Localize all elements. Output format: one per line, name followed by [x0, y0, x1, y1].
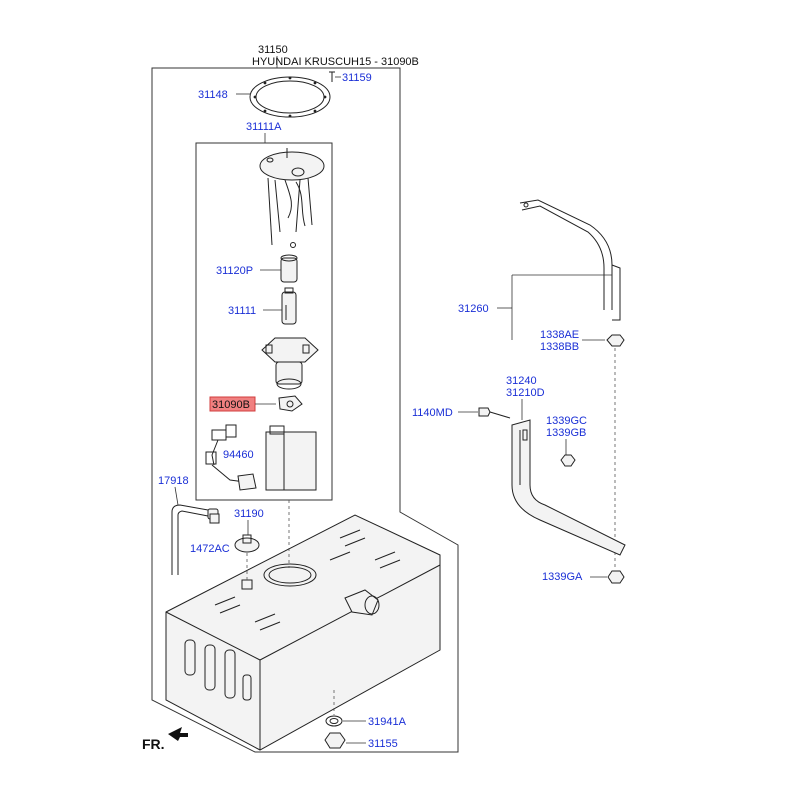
- label-1339GB[interactable]: 1339GB: [546, 427, 586, 439]
- diagram-title: HYUNDAI KRUSCUH15 - 31090B: [252, 56, 419, 68]
- pump-reservoir-bracket[interactable]: [261, 337, 319, 390]
- label-31155[interactable]: 31155: [368, 738, 398, 750]
- label-31240[interactable]: 31240: [506, 375, 537, 387]
- label-1339GC[interactable]: 1339GC: [546, 415, 587, 427]
- pump-module-frame: [195, 142, 333, 501]
- cap-31190[interactable]: [234, 534, 260, 553]
- tank-ribs: [214, 529, 401, 631]
- label-31941A[interactable]: 31941A: [368, 716, 407, 728]
- label-31159[interactable]: 31159: [342, 72, 372, 84]
- pressure-regulator-31090B[interactable]: [278, 395, 303, 412]
- tank-strap[interactable]: [519, 199, 621, 321]
- drain-plug[interactable]: [324, 732, 346, 749]
- nut-1339GA[interactable]: [607, 570, 625, 584]
- label-31210D[interactable]: 31210D: [506, 387, 545, 399]
- label-1472AC[interactable]: 1472AC: [190, 543, 230, 555]
- label-31111[interactable]: 31111: [228, 305, 256, 317]
- label-31120P[interactable]: 31120P: [216, 265, 253, 277]
- label-1140MD[interactable]: 1140MD: [412, 407, 453, 419]
- label-17918[interactable]: 17918: [158, 475, 189, 487]
- pump-flange[interactable]: [259, 148, 325, 248]
- label-31148[interactable]: 31148: [198, 89, 228, 101]
- pump-filter-tube[interactable]: [280, 254, 298, 283]
- screw-31159[interactable]: [329, 71, 335, 82]
- top-part-code[interactable]: 31150: [258, 44, 288, 56]
- front-direction-label: FR.: [142, 736, 165, 752]
- label-31190[interactable]: 31190: [234, 508, 264, 520]
- pump-reservoir-bowl[interactable]: [265, 425, 317, 491]
- clip-1472AC[interactable]: [209, 513, 220, 524]
- label-1338BB[interactable]: 1338BB: [540, 341, 579, 353]
- part-31090B-highlight[interactable]: 31090B: [209, 396, 256, 412]
- fuel-sender-wiring[interactable]: [205, 424, 257, 491]
- fuel-pump-gasket[interactable]: [249, 76, 331, 118]
- label-1339GA[interactable]: 1339GA: [542, 571, 583, 583]
- fuel-tank[interactable]: [165, 514, 441, 751]
- label-31090B[interactable]: 31090B: [212, 399, 250, 411]
- label-1338AE[interactable]: 1338AE: [540, 329, 579, 341]
- front-arrow-icon: [168, 727, 188, 741]
- nut-1339GC[interactable]: [560, 454, 576, 467]
- label-31111A[interactable]: 31111A: [246, 121, 282, 133]
- strap-nut[interactable]: [606, 334, 625, 347]
- assembly-frame: [151, 67, 459, 753]
- label-94460[interactable]: 94460: [223, 449, 254, 461]
- bolt-1140MD[interactable]: [478, 407, 511, 419]
- drain-gasket[interactable]: [325, 715, 343, 727]
- leader-17918: [174, 486, 179, 506]
- fuel-pump-motor[interactable]: [281, 287, 297, 325]
- tank-bracket[interactable]: [511, 419, 626, 556]
- label-31260[interactable]: 31260: [458, 303, 489, 315]
